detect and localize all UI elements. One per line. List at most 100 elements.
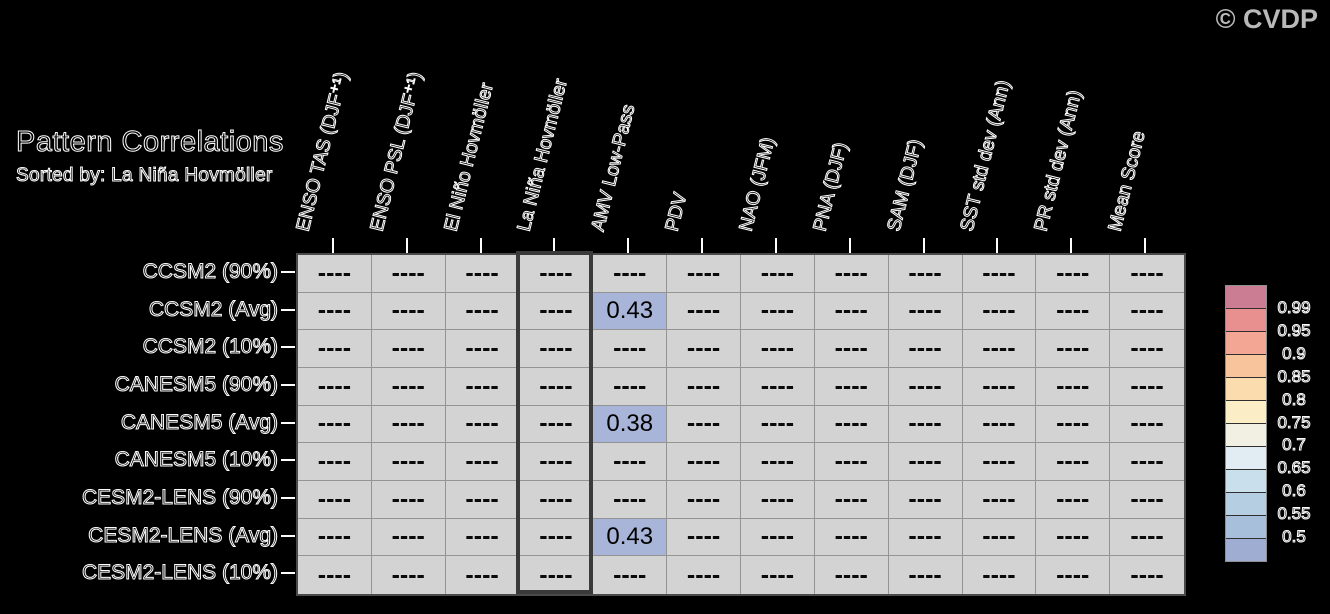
colorbar-tick-label: 0.95 <box>1277 320 1311 340</box>
empty-cell: ---- <box>888 368 963 406</box>
empty-cell: ---- <box>519 518 594 557</box>
row-tick <box>281 346 295 349</box>
column-tick <box>405 238 408 253</box>
empty-cell: ---- <box>445 481 520 519</box>
column-tick <box>996 238 999 253</box>
empty-cell: ---- <box>667 368 741 406</box>
empty-cell: ---- <box>298 518 372 557</box>
empty-cell: ---- <box>741 330 815 368</box>
empty-cell: ---- <box>519 368 594 406</box>
empty-cell: ---- <box>519 443 594 481</box>
page-title: Pattern Correlations <box>16 126 284 159</box>
empty-cell: ---- <box>962 443 1037 481</box>
row-tick <box>281 308 295 311</box>
column-tick <box>848 238 851 253</box>
column-header-2: El Niño Hovmöller <box>440 80 498 234</box>
column-tick <box>331 238 334 253</box>
value-cell: 0.38 <box>593 405 668 444</box>
column-header-4: AMV Low-Pass <box>587 102 640 234</box>
empty-cell: ---- <box>593 481 668 519</box>
column-tick <box>479 238 482 253</box>
row-label-5: CANESM5 (10%) <box>114 448 278 472</box>
correlation-table: ----------------------------------------… <box>296 253 1186 596</box>
colorbar-segment <box>1226 354 1266 377</box>
row-tick <box>281 534 295 537</box>
colorbar-tick-label: 0.99 <box>1277 297 1311 317</box>
empty-cell: ---- <box>371 481 446 519</box>
colorbar-segment <box>1226 469 1266 492</box>
empty-cell: ---- <box>298 481 372 519</box>
colorbar-tick-label: 0.5 <box>1282 527 1307 547</box>
colorbar-segment <box>1226 446 1266 469</box>
row-label-7: CESM2-LENS (Avg) <box>88 523 279 547</box>
empty-cell: ---- <box>741 481 815 519</box>
value-cell: 0.43 <box>593 292 668 331</box>
empty-cell: ---- <box>1036 255 1111 293</box>
empty-cell: ---- <box>814 405 889 444</box>
empty-cell: ---- <box>593 556 668 594</box>
empty-cell: ---- <box>667 405 741 444</box>
empty-cell: ---- <box>814 368 889 406</box>
empty-cell: ---- <box>1110 255 1184 293</box>
empty-cell: ---- <box>445 443 520 481</box>
colorbar-segment <box>1226 331 1266 354</box>
colorbar <box>1225 285 1267 562</box>
empty-cell: ---- <box>815 556 889 594</box>
value-cell: 0.43 <box>593 518 668 557</box>
empty-cell: ---- <box>888 292 963 331</box>
row-tick <box>281 572 295 575</box>
row-label-6: CESM2-LENS (90%) <box>81 485 278 509</box>
empty-cell: ---- <box>888 330 963 368</box>
colorbar-tick-label: 0.65 <box>1277 458 1311 478</box>
empty-cell: ---- <box>298 368 372 406</box>
empty-cell: ---- <box>1036 292 1111 331</box>
empty-cell: ---- <box>1036 518 1111 557</box>
empty-cell: ---- <box>520 556 594 594</box>
empty-cell: ---- <box>962 330 1037 368</box>
empty-cell: ---- <box>1110 293 1184 331</box>
empty-cell: ---- <box>962 518 1037 557</box>
empty-cell: ---- <box>446 556 520 594</box>
column-tick <box>701 238 704 253</box>
empty-cell: ---- <box>371 255 446 293</box>
empty-cell: ---- <box>445 330 520 368</box>
empty-cell: ---- <box>1110 330 1184 368</box>
empty-cell: ---- <box>962 292 1037 331</box>
empty-cell: ---- <box>298 443 372 481</box>
empty-cell: ---- <box>519 481 594 519</box>
colorbar-tick-label: 0.85 <box>1277 366 1311 386</box>
empty-cell: ---- <box>1110 443 1184 481</box>
empty-cell: ---- <box>888 443 963 481</box>
empty-cell: ---- <box>741 556 815 594</box>
empty-cell: ---- <box>667 255 741 293</box>
empty-cell: ---- <box>298 255 372 293</box>
empty-cell: ---- <box>1130 560 1164 589</box>
empty-cell: ---- <box>519 255 594 293</box>
row-tick <box>281 270 295 273</box>
empty-cell: ---- <box>371 518 446 557</box>
empty-cell: ---- <box>445 255 520 293</box>
colorbar-segment <box>1226 515 1266 538</box>
empty-cell: ---- <box>741 292 815 331</box>
colorbar-tick-label: 0.8 <box>1282 389 1307 409</box>
empty-cell: ---- <box>298 330 372 368</box>
empty-cell: ---- <box>888 255 963 293</box>
column-header-7: PNA (DJF) <box>809 140 852 234</box>
empty-cell: ---- <box>667 292 741 331</box>
empty-cell: ---- <box>814 481 889 519</box>
row-tick <box>281 459 295 462</box>
empty-cell: ---- <box>962 405 1037 444</box>
empty-cell: ---- <box>1110 406 1184 444</box>
column-header-0: ENSO TAS (DJF⁺¹) <box>292 69 353 234</box>
empty-cell: ---- <box>298 556 372 594</box>
empty-cell: ---- <box>593 255 668 293</box>
empty-cell: ---- <box>371 405 446 444</box>
empty-cell: ---- <box>667 330 741 368</box>
column-header-10: PR std dev (Ann) <box>1030 88 1087 234</box>
empty-cell: ---- <box>298 292 372 331</box>
colorbar-segment <box>1226 538 1266 561</box>
row-label-0: CCSM2 (90%) <box>142 259 278 283</box>
empty-cell: ---- <box>445 405 520 444</box>
empty-cell: ---- <box>372 556 446 594</box>
empty-cell: ---- <box>593 443 668 481</box>
